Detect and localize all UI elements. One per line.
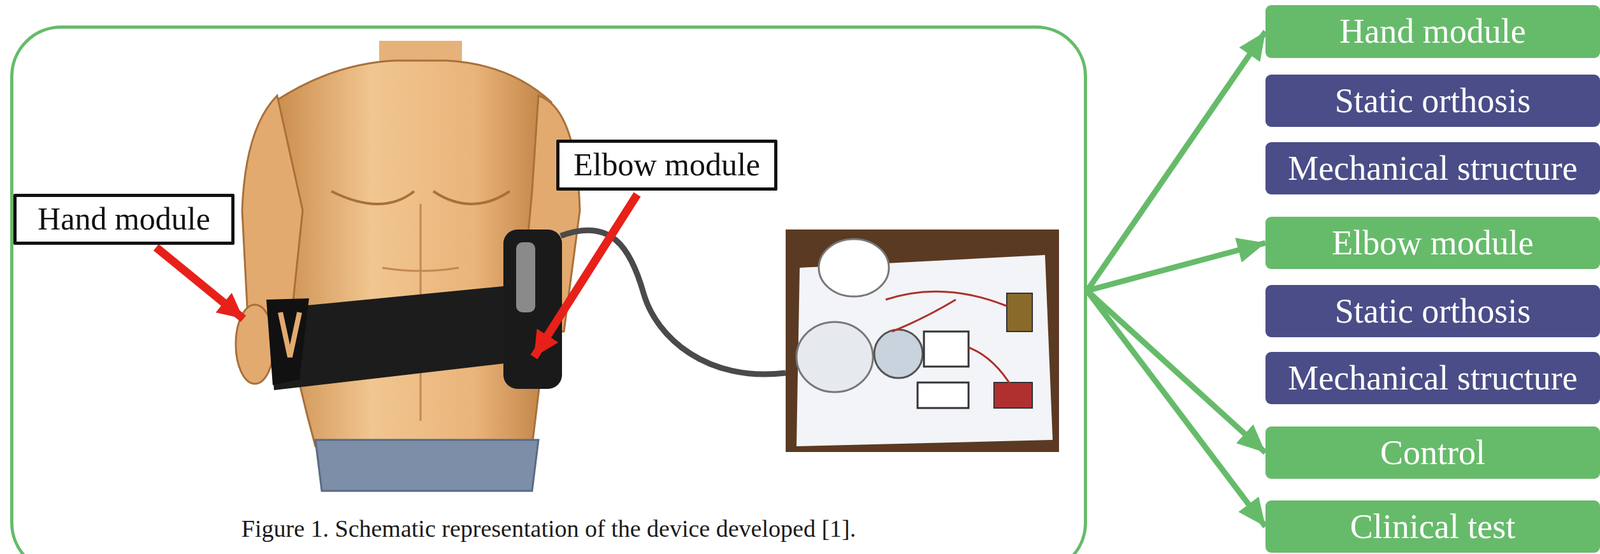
photo-part [917, 382, 969, 408]
callout-arrow [156, 247, 244, 319]
torso-figure [235, 40, 786, 491]
box-label: Hand module [37, 200, 211, 238]
figure-panel: Figure 1. Schematic representation of th… [10, 25, 1088, 554]
connector-arrow [1087, 290, 1266, 453]
upper-arm [242, 95, 303, 332]
elbow-module-pad [503, 229, 563, 389]
box-label: Mechanical structure [1287, 358, 1578, 398]
callout-box: Elbow module [556, 139, 778, 191]
device-photo [785, 229, 1060, 452]
box-label: Control [1380, 432, 1486, 473]
box-label: Static orthosis [1334, 80, 1532, 121]
forearm-sleeve [267, 283, 545, 390]
figure-caption: Figure 1. Schematic representation of th… [13, 514, 1084, 543]
box-label: Elbow module [573, 146, 761, 184]
box-label: Elbow module [1331, 223, 1534, 263]
elbow-module-highlight [516, 242, 536, 313]
section-box: Clinical test [1265, 500, 1600, 553]
connector-arrow [1087, 290, 1266, 527]
hand-module-pad [266, 298, 310, 385]
subsection-box: Mechanical structure [1265, 351, 1600, 404]
callout-box: Hand module [13, 193, 235, 245]
callout-arrow [533, 194, 638, 357]
photo-ground [785, 229, 1060, 452]
connector-arrow [1087, 31, 1266, 292]
section-box: Elbow module [1265, 216, 1600, 269]
photo-wires [885, 291, 1014, 389]
chest-lines [331, 191, 510, 204]
box-label: Static orthosis [1334, 291, 1532, 331]
photo-part [994, 382, 1033, 408]
section-box: Control [1265, 426, 1600, 479]
box-label: Mechanical structure [1287, 148, 1578, 188]
cable [560, 230, 786, 375]
connector-arrow [1087, 242, 1266, 291]
subsection-box: Static orthosis [1265, 284, 1600, 338]
photo-part [923, 331, 969, 367]
photo-part [796, 321, 873, 392]
box-label: Hand module [1339, 11, 1526, 51]
photo-part [1006, 293, 1033, 332]
photo-part [818, 238, 889, 297]
section-box: Hand module [1265, 5, 1600, 58]
photo-part [874, 329, 923, 378]
subsection-box: Static orthosis [1265, 74, 1600, 127]
box-label: Clinical test [1350, 506, 1516, 547]
hand-module-strap [280, 312, 300, 357]
pants [315, 439, 539, 491]
subsection-box: Mechanical structure [1265, 142, 1600, 195]
